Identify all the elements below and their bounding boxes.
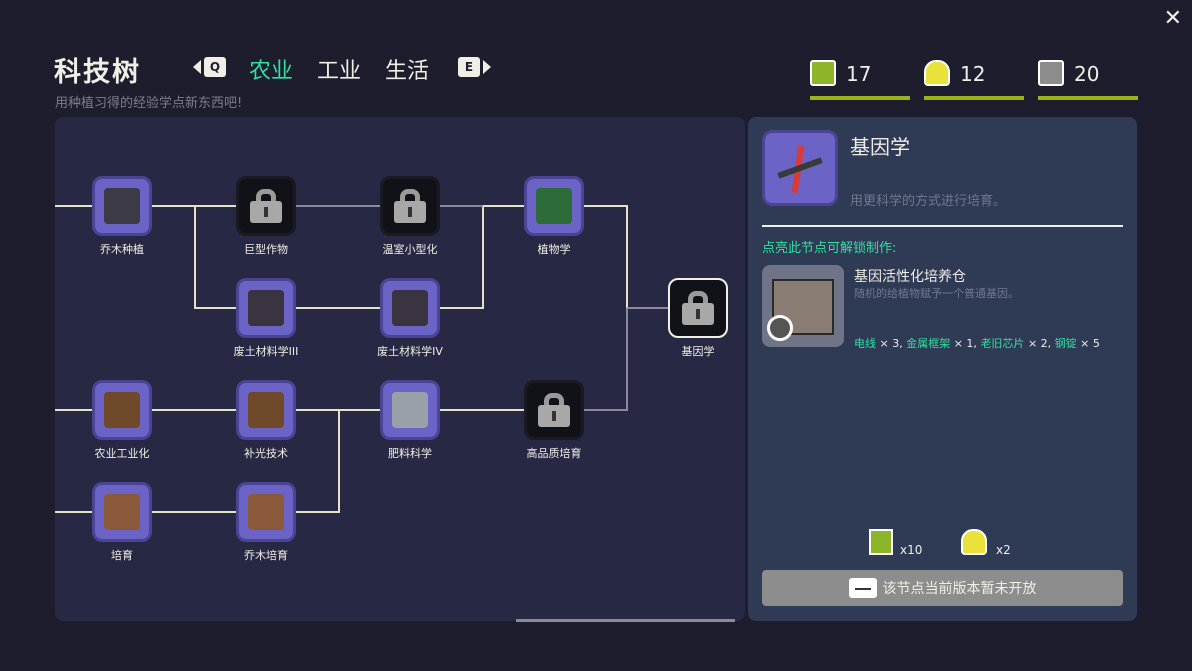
lightbulb-icon <box>924 60 950 86</box>
resource-value: 17 <box>846 62 872 86</box>
tech-node[interactable] <box>236 380 296 440</box>
tech-icon <box>104 188 140 224</box>
detail-panel: 基因学 用更科学的方式进行培育。 点亮此节点可解锁制作: 基因活性化培养仓 随机… <box>748 117 1137 621</box>
lock-icon <box>538 393 570 427</box>
next-tab-key[interactable]: E <box>458 57 480 77</box>
sprout-icon <box>810 60 836 86</box>
unlock-heading: 点亮此节点可解锁制作: <box>762 241 897 256</box>
tech-icon <box>536 188 572 224</box>
recipe-description: 随机的给植物赋予一个普通基因。 <box>854 287 1019 300</box>
prev-tab-key[interactable]: Q <box>204 57 226 77</box>
tab-life[interactable]: 生活 <box>385 59 430 84</box>
tech-node-label: 温室小型化 <box>382 243 438 256</box>
material-qty: × 2, <box>1027 337 1052 350</box>
tech-node-label: 农业工业化 <box>94 447 150 460</box>
tech-node-label: 废土材料学III <box>233 345 299 358</box>
gear-icon <box>767 315 793 341</box>
tech-node-label: 高品质培育 <box>526 447 582 460</box>
tech-node[interactable] <box>92 482 152 542</box>
tech-node[interactable] <box>524 380 584 440</box>
tech-node[interactable] <box>380 176 440 236</box>
recipe-name: 基因活性化培养仓 <box>854 269 966 285</box>
wrench-icon <box>1038 60 1064 86</box>
page-title: 科技树 <box>54 57 141 88</box>
detail-description: 用更科学的方式进行培育。 <box>850 194 1007 209</box>
resource-wrench: 20 <box>1038 60 1138 100</box>
resource-lightbulb: 12 <box>924 60 1024 100</box>
tech-node[interactable] <box>380 278 440 338</box>
material-name: 老旧芯片 <box>980 337 1025 350</box>
tech-node-label: 补光技术 <box>244 447 288 460</box>
material-qty: × 5 <box>1080 337 1100 350</box>
tech-node-label: 培育 <box>111 549 133 562</box>
prev-arrow-icon[interactable] <box>193 60 201 74</box>
sprout-icon <box>869 529 893 555</box>
tech-node-label: 植物学 <box>537 243 571 256</box>
resource-sprout: 17 <box>810 60 910 100</box>
connection-line <box>55 205 628 309</box>
tech-node[interactable] <box>524 176 584 236</box>
tech-node-label: 肥料科学 <box>388 447 432 460</box>
unlock-button-label: 该节点当前版本暂未开放 <box>882 581 1037 597</box>
tech-icon <box>104 392 140 428</box>
recipe-materials: 电线 × 3, 金属框架 × 1, 老旧芯片 × 2, 钢锭 × 5 <box>854 335 1100 351</box>
tech-icon <box>104 494 140 530</box>
lock-icon <box>682 291 714 325</box>
tech-icon <box>392 290 428 326</box>
resource-value: 12 <box>960 62 986 86</box>
tech-node-label: 巨型作物 <box>244 243 288 256</box>
cost-qty: x10 <box>900 543 923 557</box>
lock-icon <box>394 189 426 223</box>
tech-node[interactable] <box>380 380 440 440</box>
detail-title: 基因学 <box>850 135 910 159</box>
tech-node[interactable] <box>236 176 296 236</box>
tab-agriculture[interactable]: 农业 <box>249 59 294 84</box>
tech-node[interactable] <box>92 380 152 440</box>
connection-line-locked <box>296 205 668 411</box>
resource-value: 20 <box>1074 62 1100 86</box>
divider <box>762 225 1123 227</box>
material-name: 钢锭 <box>1054 337 1077 350</box>
tech-node-label: 基因学 <box>681 345 715 358</box>
tech-node-label: 乔木培育 <box>244 549 288 562</box>
tech-icon <box>248 290 284 326</box>
material-name: 电线 <box>854 337 876 350</box>
material-qty: × 1, <box>953 337 977 350</box>
tech-node[interactable] <box>236 278 296 338</box>
tech-node-label: 乔木种植 <box>100 243 144 256</box>
tech-node[interactable] <box>236 482 296 542</box>
space-key-icon <box>848 578 877 598</box>
lightbulb-icon <box>961 529 987 555</box>
tab-industry[interactable]: 工业 <box>317 59 362 84</box>
tech-icon <box>248 494 284 530</box>
next-arrow-icon[interactable] <box>483 60 491 74</box>
lock-icon <box>250 189 282 223</box>
material-name: 金属框架 <box>906 337 951 350</box>
unlock-button[interactable]: 该节点当前版本暂未开放 <box>762 570 1123 606</box>
gene-icon <box>762 130 838 206</box>
page-subtitle: 用种植习得的经验学点新东西吧! <box>55 96 243 111</box>
horizontal-scrollbar <box>516 619 735 622</box>
close-button[interactable]: ✕ <box>1163 6 1182 31</box>
tech-node[interactable] <box>668 278 728 338</box>
tech-node-label: 废土材料学IV <box>377 345 443 358</box>
tech-icon <box>248 392 284 428</box>
cost-qty: x2 <box>996 543 1011 557</box>
connection-line <box>55 409 524 513</box>
tech-node[interactable] <box>92 176 152 236</box>
tech-icon <box>392 392 428 428</box>
material-qty: × 3, <box>879 337 903 350</box>
recipe-item-icon[interactable] <box>762 265 844 347</box>
